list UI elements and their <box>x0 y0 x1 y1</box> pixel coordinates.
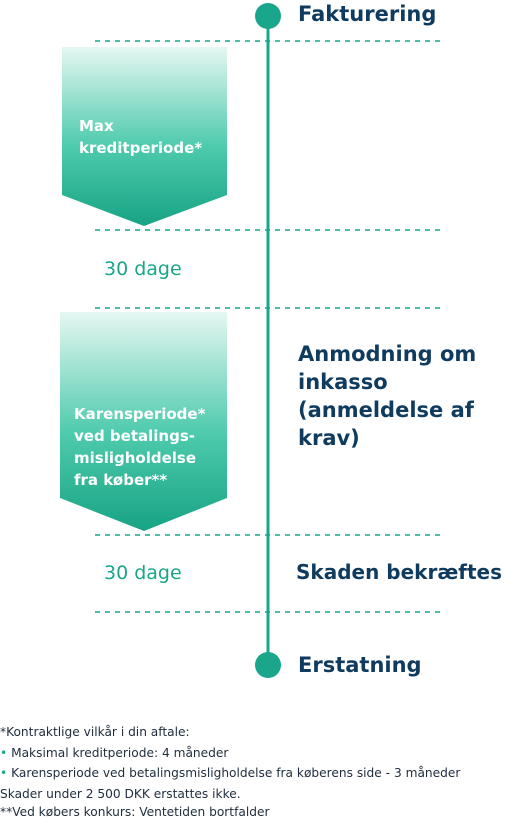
label-fakturering: Fakturering <box>298 2 437 26</box>
footnote-bullet-item: • Karensperiode ved betalingsmisligholde… <box>0 763 529 784</box>
label-erstatning: Erstatning <box>298 653 422 677</box>
label-anmodning-om-inkasso: Anmodning om inkasso (anmeldelse af krav… <box>298 342 477 450</box>
footnote-note: Skader under 2 500 DKK erstattes ikke. <box>0 786 241 801</box>
footnote-bullet-item: • Maksimal kreditperiode: 4 måneder <box>0 743 529 764</box>
label-skaden-bekraeftes: Skaden bekræftes <box>296 560 503 584</box>
timeline-graphic <box>60 3 442 678</box>
arrow-2-label-line: fra køber** <box>74 471 168 489</box>
footnote-bullet-text: Karensperiode ved betalingsmisligholdels… <box>11 766 461 781</box>
timeline-diagram: Fakturering Anmodning om inkasso (anmeld… <box>60 2 503 678</box>
arrow-karensperiode <box>60 312 227 531</box>
arrow-2-label: Karensperiode* ved betalings- mislighold… <box>74 403 205 491</box>
period-label-2: 30 dage <box>104 562 182 584</box>
arrow-1-label-line: Max <box>79 117 114 135</box>
arrow-1-label: Max kreditperiode* <box>79 115 202 159</box>
arrow-2-label-line: Karensperiode* <box>74 405 206 423</box>
footnote-note: **Ved købers konkurs: Ventetiden bortfal… <box>0 805 270 820</box>
bullet-icon: • <box>0 766 8 781</box>
timeline-end-dot <box>255 652 281 678</box>
footnotes: *Kontraktlige vilkår i din aftale: • Mak… <box>0 722 529 821</box>
arrow-2-label-line: misligholdelse <box>74 449 196 467</box>
footnote-intro: *Kontraktlige vilkår i din aftale: <box>0 725 190 739</box>
bullet-icon: • <box>0 745 8 760</box>
timeline-start-dot <box>255 3 281 29</box>
arrow-max-kreditperiode <box>62 47 227 226</box>
arrow-1-label-line: kreditperiode* <box>79 139 203 157</box>
period-label-1: 30 dage <box>104 258 182 280</box>
arrow-2-label-line: ved betalings- <box>74 427 195 445</box>
footnote-bullet-text: Maksimal kreditperiode: 4 måneder <box>11 745 229 760</box>
